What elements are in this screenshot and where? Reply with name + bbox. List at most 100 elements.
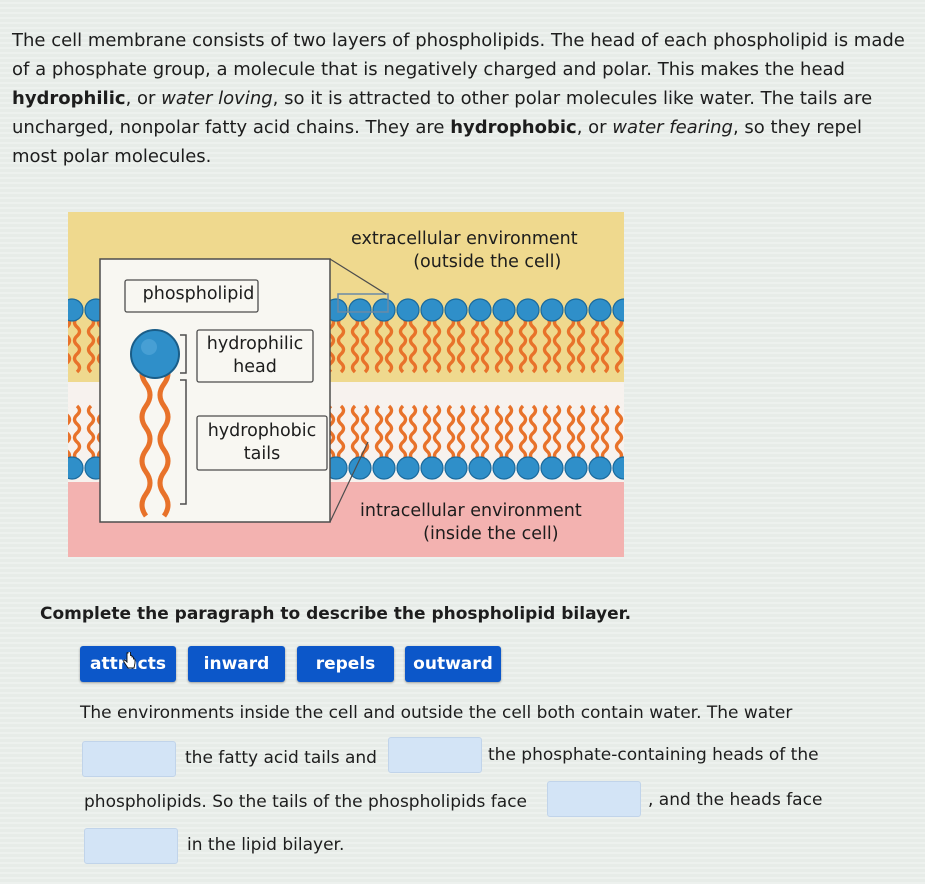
bottom-tail-right [384,404,394,462]
zoom-line-top [329,258,387,295]
top-leaflet-head [516,298,540,322]
bottom-leaflet-head [564,456,588,480]
bottom-leaflet-head [492,456,516,480]
blank-3[interactable] [547,781,641,817]
intro-text-2: , or [125,88,162,109]
head-label-box [196,329,314,383]
bottom-tail-left [446,404,456,462]
zoom-phospholipid [130,329,180,518]
top-leaflet-head [68,298,84,322]
extracellular-label-line1: extracellular environment [351,229,578,249]
bottom-leaflet-head [348,456,372,480]
top-leaflet-head [540,298,564,322]
intracellular-label-line2: (inside the cell) [423,524,559,544]
top-tail-right [384,316,394,374]
top-tail-left [326,316,336,374]
term-water-fearing: water fearing [612,117,733,138]
bottom-leaflet-head [540,456,564,480]
tails-label-line2: tails [243,444,281,464]
bottom-leaflet-head [420,456,444,480]
bottom-tail-right [360,404,370,462]
bottom-tail-left [542,404,552,462]
tails-label-line1: hydrophobic [207,421,317,441]
top-leaflet-head [396,298,420,322]
top-tail-left [566,316,576,374]
bottom-tail-right [336,404,346,462]
top-tail-left [398,316,408,374]
bottom-leaflet-head [468,456,492,480]
paragraph-seg-1: the fatty acid tails and [185,748,377,768]
tails-bracket [180,379,187,505]
top-tail-right [480,316,490,374]
top-leaflet-head [372,298,396,322]
bottom-tail-right [528,404,538,462]
bottom-tail-left [590,404,600,462]
top-tail-left [494,316,504,374]
choice-repels[interactable]: repels [297,646,394,682]
zoom-head-highlight [141,339,157,355]
top-tail-right [72,316,82,374]
bottom-tail-left [470,404,480,462]
bottom-leaflet-head [588,456,612,480]
bottom-leaflet-head [68,456,84,480]
bottom-tail-right [432,404,442,462]
paragraph-line-1: The environments inside the cell and out… [80,703,793,723]
extracellular-label-line2: (outside the cell) [413,252,562,272]
bottom-tail-right [408,404,418,462]
zoom-tail-left [139,360,153,518]
top-tail-left [446,316,456,374]
blank-1[interactable] [82,741,176,777]
top-tail-left [542,316,552,374]
intracellular-label: intracellular environment (inside the ce… [360,500,582,546]
blank-2[interactable] [388,737,482,773]
top-tail-left [422,316,432,374]
bottom-tail-left [614,404,624,462]
top-tail-left [470,316,480,374]
paragraph-seg-3: phospholipids. So the tails of the phosp… [84,792,527,812]
top-tail-right [552,316,562,374]
paragraph-seg-4: , and the heads face [648,790,823,810]
bottom-tail-right [456,404,466,462]
choice-outward[interactable]: outward [405,646,501,682]
bottom-tail-left [86,404,96,462]
term-hydrophilic: hydrophilic [12,88,126,109]
top-leaflet-head [612,298,624,322]
hand-cursor-icon [123,652,136,669]
bottom-tail-left [350,404,360,462]
intro-text-1: The cell membrane consists of two layers… [12,30,905,80]
top-tail-right [360,316,370,374]
bottom-tail-left [398,404,408,462]
top-tail-left [518,316,528,374]
bottom-tail-left [518,404,528,462]
tails-label-box [196,415,328,471]
blank-4[interactable] [84,828,178,864]
bottom-tail-right [504,404,514,462]
zoom-tail-right [157,360,171,518]
bottom-tail-right [480,404,490,462]
top-tail-left [350,316,360,374]
top-tail-right [504,316,514,374]
top-leaflet-head [492,298,516,322]
paragraph-seg-2: the phosphate-containing heads of the [488,745,819,765]
top-leaflet-head [420,298,444,322]
term-water-loving: water loving [161,88,273,109]
top-leaflet-head [444,298,468,322]
intracellular-label-line1: intracellular environment [360,501,582,521]
bilayer-figure: extracellular environment (outside the c… [68,212,624,557]
top-tail-right [576,316,586,374]
top-tail-right [600,316,610,374]
intro-text-5: , so they repel most polar molecules. [12,117,863,167]
phospholipid-label: phospholipid [142,284,255,304]
choice-inward[interactable]: inward [188,646,285,682]
top-tail-right [456,316,466,374]
bottom-tail-right [552,404,562,462]
head-bracket [180,334,187,374]
top-leaflet-head [588,298,612,322]
hydrophobic-tails-label: hydrophobic tails [197,420,327,466]
bottom-tail-left [422,404,432,462]
question-prompt: Complete the paragraph to describe the p… [40,604,632,624]
top-leaflet-head [348,298,372,322]
phospholipid-label-box [124,279,259,313]
top-tail-right [432,316,442,374]
term-hydrophobic: hydrophobic [450,117,577,138]
